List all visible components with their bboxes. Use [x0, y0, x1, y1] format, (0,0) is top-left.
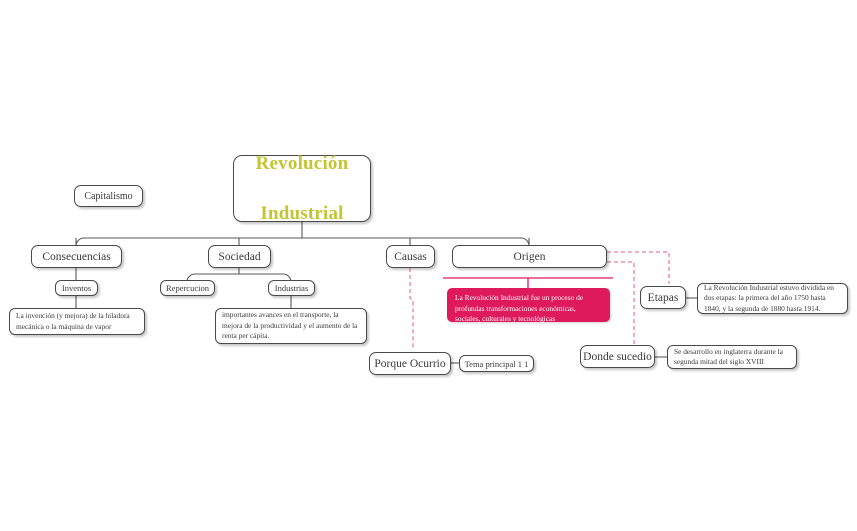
- root-title-line1: Revolución: [255, 153, 349, 174]
- node-causas[interactable]: Causas: [386, 245, 435, 268]
- leaf-donde-detail[interactable]: Se desarrollo en inglaterra durante la s…: [667, 345, 797, 369]
- edge-origen-to-etapas: [607, 251, 670, 284]
- node-tema-principal[interactable]: Tema principal 1 1: [459, 355, 534, 372]
- leaf-industrias-detail-text: importantes avances en el transporte, la…: [222, 310, 358, 341]
- root-node[interactable]: Revolución Industrial: [233, 153, 371, 224]
- node-tema-principal-label: Tema principal 1 1: [464, 358, 529, 369]
- highlight-callout-text: La Revolución Industrial fue un proceso …: [455, 293, 584, 323]
- edge-causas-to-porque: [409, 268, 414, 348]
- node-industrias[interactable]: Industrias: [268, 280, 315, 296]
- node-porque-ocurrio[interactable]: Porque Ocurrio: [369, 352, 451, 375]
- node-capitalismo-label: Capitalismo: [84, 190, 133, 202]
- node-consecuencias-label: Consecuencias: [42, 250, 111, 263]
- leaf-etapas-detail-text: La Revolución Industrial estuvo dividida…: [704, 282, 834, 313]
- leaf-industrias-detail[interactable]: importantes avances en el transporte, la…: [215, 308, 367, 344]
- node-etapas[interactable]: Etapas: [640, 286, 686, 309]
- node-origen-label: Origen: [513, 250, 546, 263]
- leaf-inventos-detail-text: La invención (y mejora) de la hiladora m…: [16, 311, 130, 331]
- node-causas-label: Causas: [394, 250, 427, 263]
- node-sociedad[interactable]: Sociedad: [208, 245, 271, 268]
- node-inventos-label: Inventos: [61, 283, 92, 293]
- leaf-inventos-detail[interactable]: La invención (y mejora) de la hiladora m…: [9, 308, 145, 335]
- node-donde-sucedio[interactable]: Donde sucedio: [580, 345, 655, 368]
- node-consecuencias[interactable]: Consecuencias: [31, 245, 122, 268]
- node-sociedad-label: Sociedad: [218, 250, 261, 263]
- node-industrias-label: Industrias: [274, 283, 309, 293]
- root-title-line2: Industrial: [260, 203, 344, 224]
- node-capitalismo[interactable]: Capitalismo: [74, 185, 143, 207]
- node-origen[interactable]: Origen: [452, 245, 607, 268]
- node-porque-ocurrio-label: Porque Ocurrio: [374, 357, 446, 370]
- node-etapas-label: Etapas: [647, 291, 679, 304]
- node-donde-sucedio-label: Donde sucedio: [583, 350, 652, 363]
- edge-origen-to-donde: [607, 261, 635, 348]
- highlight-callout-origen[interactable]: La Revolución Industrial fue un proceso …: [447, 288, 610, 323]
- leaf-donde-detail-text: Se desarrollo en inglaterra durante la s…: [674, 346, 783, 367]
- node-repercucion[interactable]: Repercucion: [160, 280, 215, 296]
- node-repercucion-label: Repercucion: [166, 283, 209, 293]
- node-inventos[interactable]: Inventos: [55, 280, 98, 296]
- leaf-etapas-detail[interactable]: La Revolución Industrial estuvo dividida…: [697, 283, 848, 314]
